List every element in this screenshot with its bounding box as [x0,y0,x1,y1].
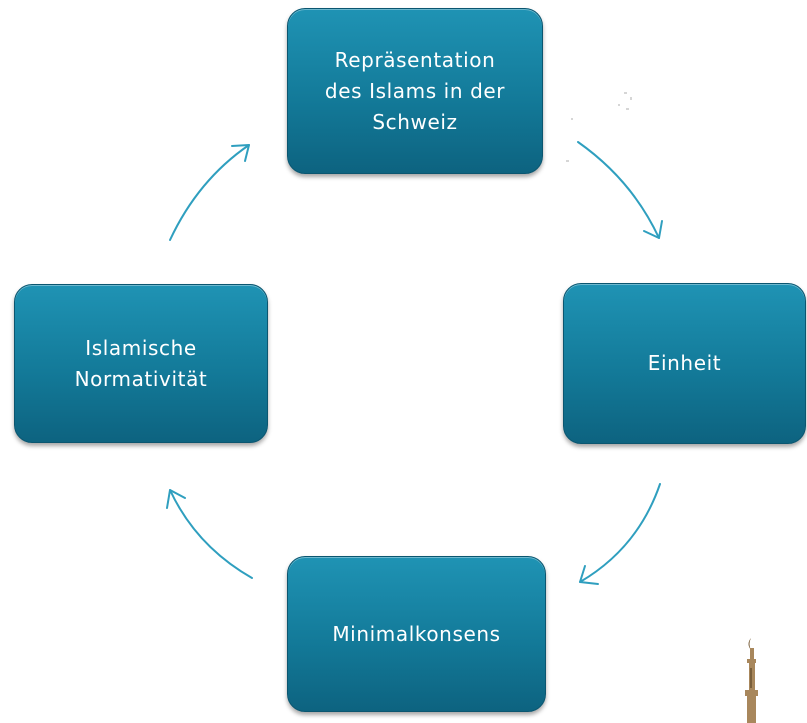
minaret-illustration [745,638,758,723]
node-repraesentation-label: Repräsentation des Islams in der Schweiz [324,47,506,134]
node-einheit: Einheit [563,283,806,444]
arrow-left-to-top [169,144,250,241]
node-minimalkonsens-label: Minimalkonsens [332,621,501,646]
node-minimalkonsens: Minimalkonsens [287,556,546,712]
background-specks [566,92,632,162]
node-repraesentation: Repräsentation des Islams in der Schweiz [287,8,543,174]
node-islamische-normativitaet: Islamische Normativität [14,284,268,443]
node-einheit-label: Einheit [647,351,722,375]
arrow-top-to-right [577,141,663,239]
node-islamische-normativitaet-label: Islamische Normativität [74,335,208,391]
arrow-bottom-to-left [166,489,253,579]
arrow-right-to-bottom [579,483,661,585]
